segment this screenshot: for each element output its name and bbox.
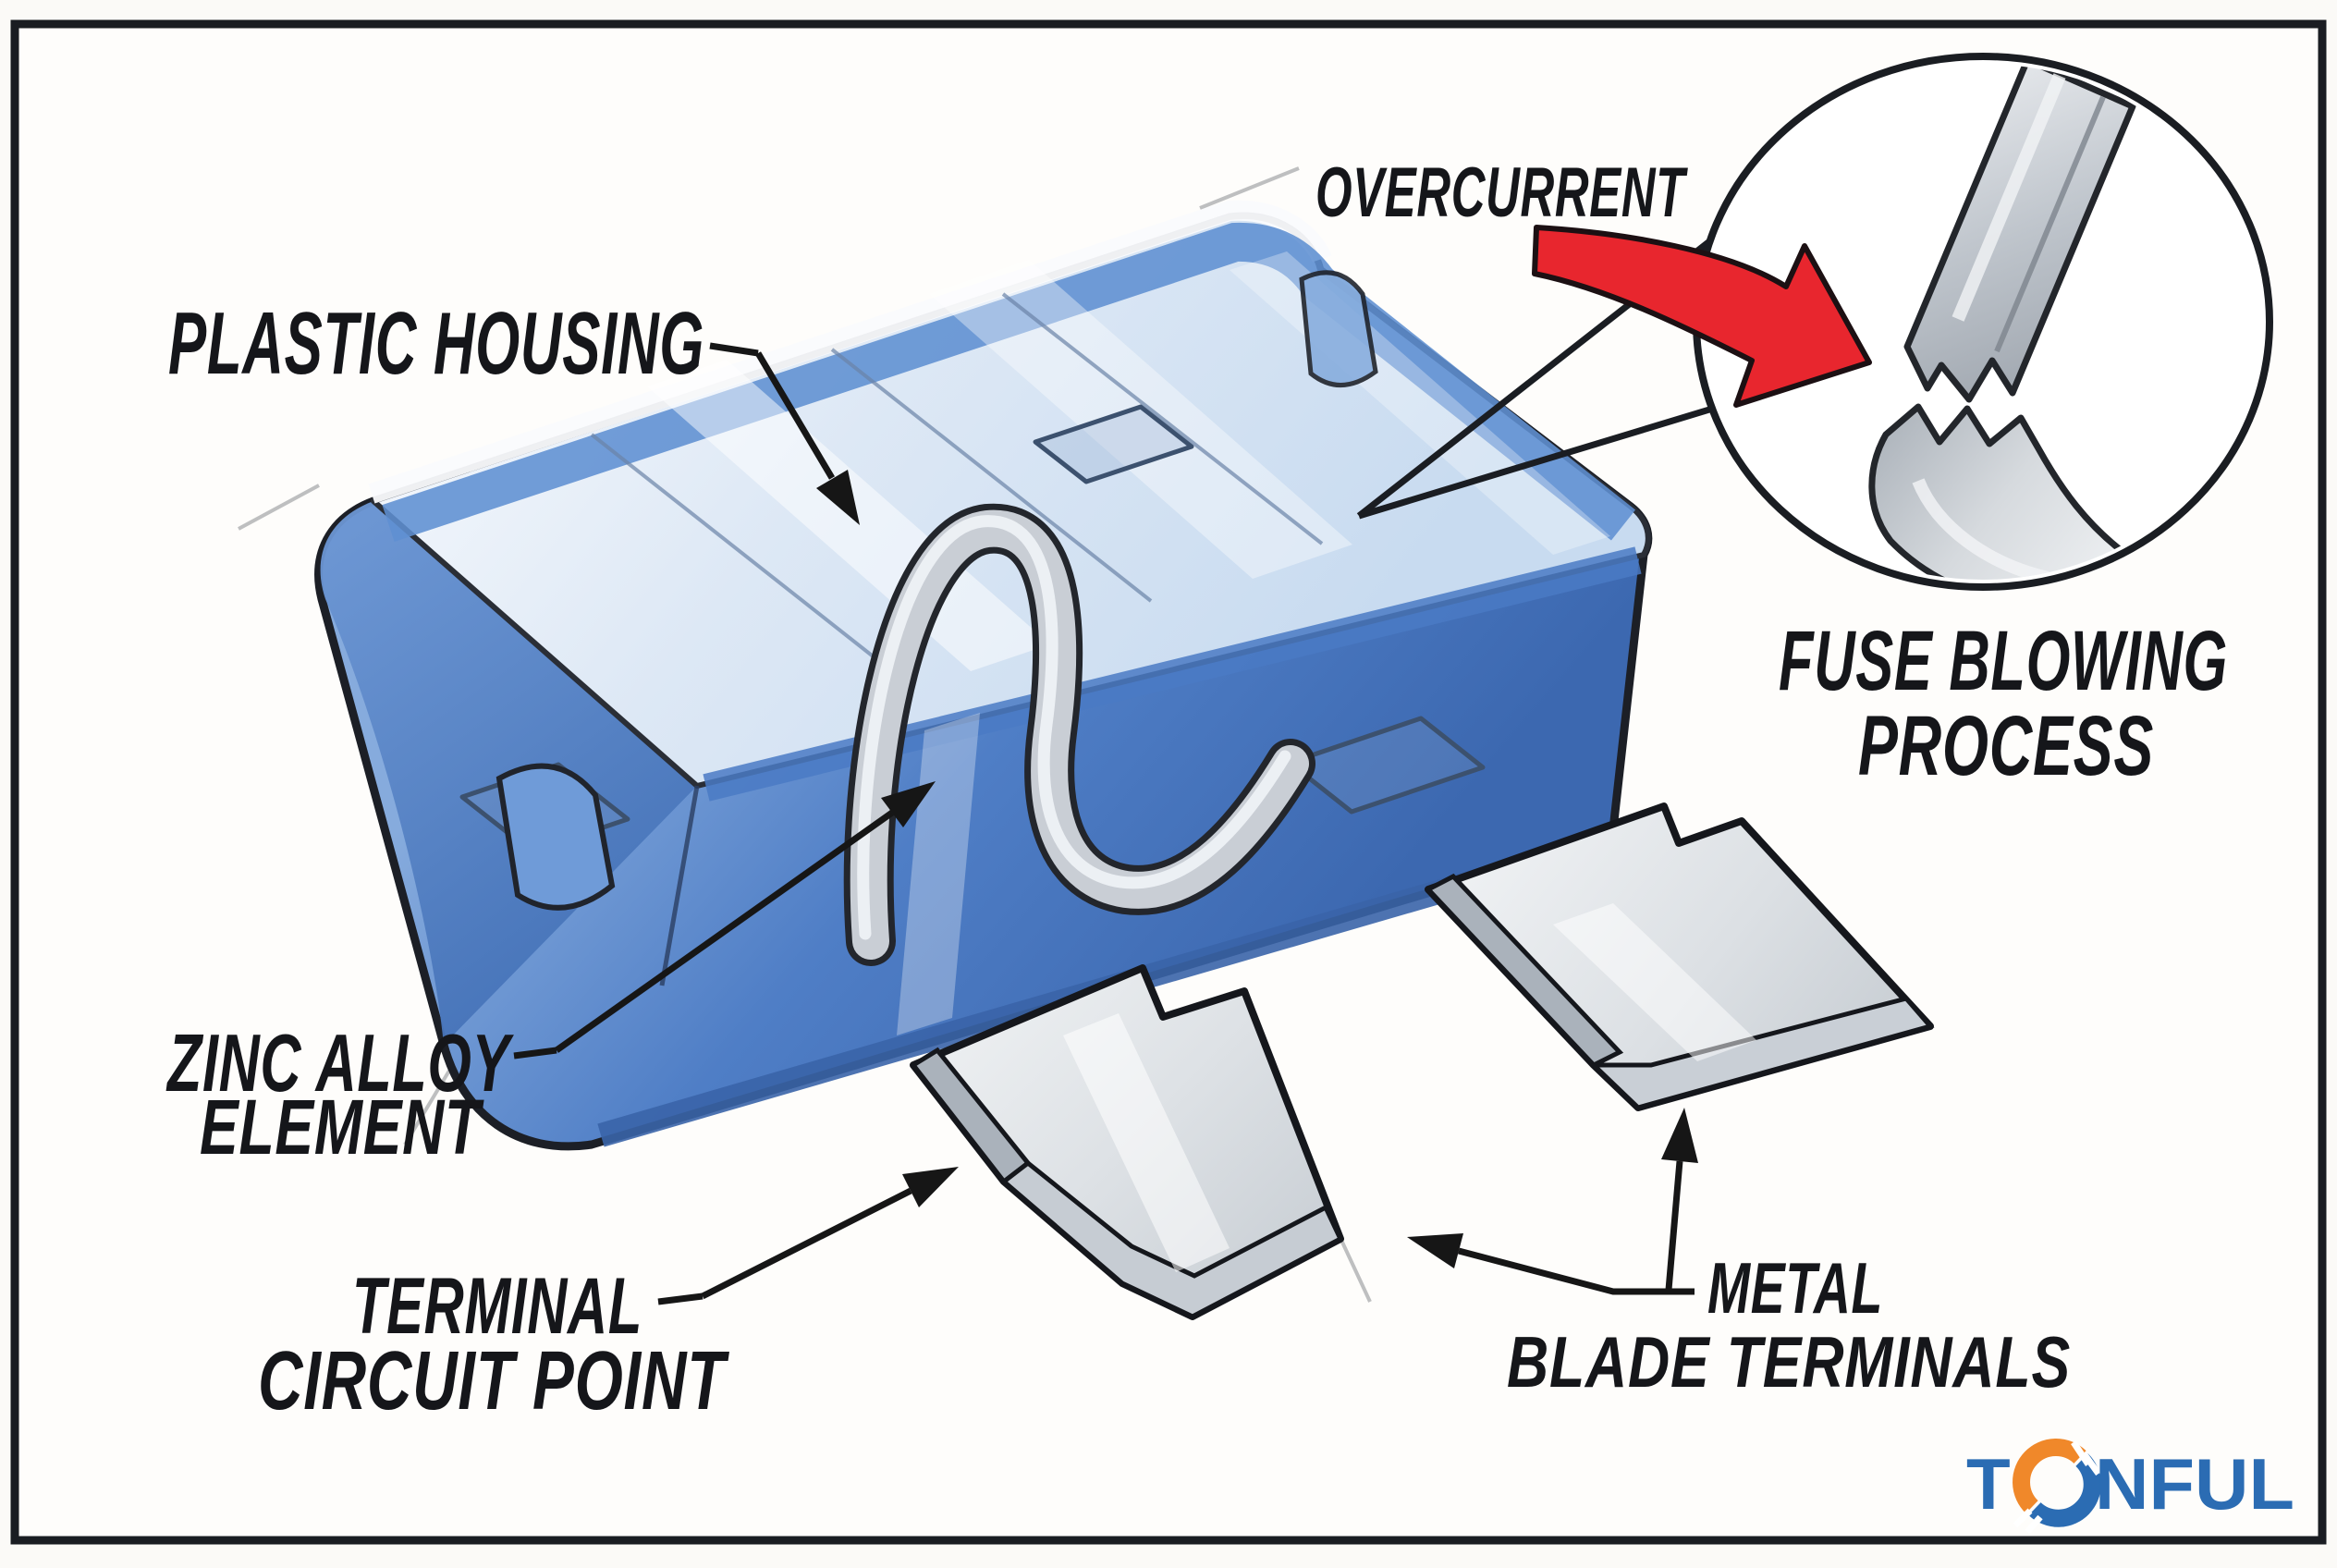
label-fuse-blowing-line2: PROCESS xyxy=(1858,699,2154,793)
logo-o-orange-arc xyxy=(2013,1439,2086,1513)
zinc-element-wire xyxy=(843,503,1315,966)
label-metal-blade-line2: BLADE TERMINALS xyxy=(1507,1321,2071,1403)
arrowhead-zinc xyxy=(881,781,936,827)
logo-o-icon xyxy=(2013,1439,2101,1535)
blade-terminal-left xyxy=(910,964,1344,1320)
blade-left-highlight xyxy=(1063,1013,1230,1272)
leader-metal-vertical xyxy=(1665,1160,1683,1291)
logo-o-blue-arc xyxy=(2028,1453,2101,1527)
fuse-blowing-inset xyxy=(1356,53,2273,591)
housing-slot xyxy=(1033,404,1194,484)
broken-lower-highlight xyxy=(1912,478,2049,580)
leader-dash-zinc xyxy=(513,1047,557,1060)
label-plastic-housing: PLASTIC HOUSING xyxy=(168,294,704,393)
blade-terminal-right xyxy=(1424,802,1935,1111)
overcurrent-arrow xyxy=(1532,225,1872,408)
leader-plastic-housing xyxy=(754,351,836,480)
logo-letter-t: T xyxy=(1966,1443,2011,1525)
arrowhead-plastic-housing xyxy=(816,470,860,525)
broken-element-lower xyxy=(1868,403,2128,580)
label-zinc-alloy-line2: ELEMENT xyxy=(200,1084,484,1170)
label-terminal-line1: TERMINAL xyxy=(352,1262,642,1351)
blade-left-bottom-bevel xyxy=(1000,1159,1344,1319)
broken-upper-highlight xyxy=(1952,73,2066,322)
housing-rib-lines xyxy=(590,292,1324,688)
blade-right-highlight xyxy=(1553,903,1756,1061)
blade-right-side-face xyxy=(1424,873,1624,1069)
leader-arrowheads xyxy=(816,470,1698,1268)
label-zinc-alloy-line1: ZINC ALLOY xyxy=(165,1017,514,1109)
leader-metal-bracket xyxy=(1458,1247,1695,1295)
housing-endcap-edge xyxy=(659,785,700,986)
blade-right-bottom-bevel xyxy=(1587,996,1935,1110)
logo-tonful: T NFUL xyxy=(1966,1439,2294,1535)
housing-left-tab xyxy=(496,763,616,911)
broken-upper-shade xyxy=(1994,95,2106,353)
label-fuse-blowing-line1: FUSE BLOWING xyxy=(1779,614,2228,708)
leader-terminal xyxy=(701,1187,912,1300)
label-overcurrent: OVERCURRENT xyxy=(1315,153,1688,232)
leader-lines xyxy=(513,342,1695,1305)
broken-element-detail xyxy=(1868,64,2136,580)
arrowhead-terminal xyxy=(902,1167,959,1207)
housing-top-rim-highlight xyxy=(368,200,1332,504)
logo-suffix: NFUL xyxy=(2095,1443,2294,1525)
label-terminal-line2: CIRCUIT POINT xyxy=(258,1335,729,1427)
logo-o-ray-gaps xyxy=(2013,1440,2101,1535)
leader-zinc xyxy=(554,810,895,1053)
housing-right-tab xyxy=(1299,270,1378,387)
housing-slot xyxy=(1287,716,1486,815)
labels: PLASTIC HOUSING OVERCURRENT FUSE BLOWING… xyxy=(165,153,2228,1427)
arrowhead-metal-up xyxy=(1661,1108,1698,1163)
label-metal-blade-line1: METAL xyxy=(1707,1247,1883,1329)
leader-dash-terminal xyxy=(657,1292,704,1305)
arrowhead-metal-left xyxy=(1407,1233,1463,1268)
leader-dash-plastic-housing xyxy=(709,342,759,357)
base-glass-streak xyxy=(897,713,980,1035)
